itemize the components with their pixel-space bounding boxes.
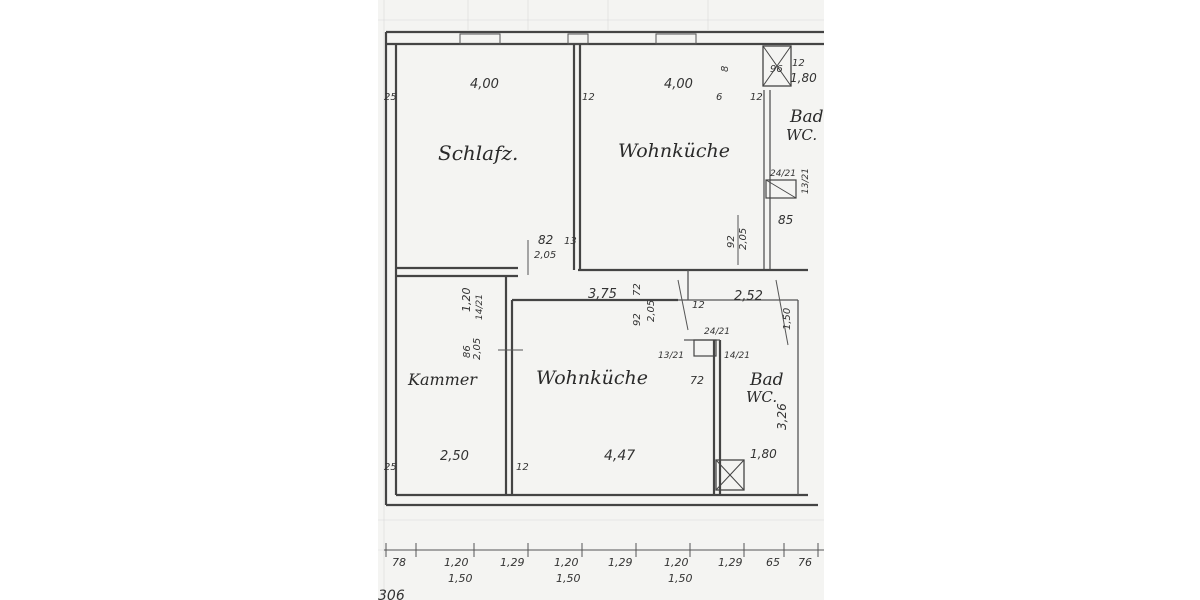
dim-label: 4,47 [604, 448, 635, 464]
dim-label: 25 [384, 462, 397, 473]
dim-label: 82 [538, 233, 553, 247]
floor-plan-drawing: Schlafz. Wohnküche Bad WC. Kammer Wohnkü… [378, 0, 824, 600]
bottom-dim-label: 1,50 [668, 572, 693, 585]
bottom-dimension-row-2: 1,50 1,50 1,50 [448, 572, 693, 585]
bottom-dim-label: 65 [766, 556, 780, 569]
dim-label: 12 [582, 92, 595, 103]
dim-label: 86 [462, 345, 473, 358]
room-label-bad-bottom: Bad [749, 370, 784, 390]
door-markers [498, 215, 789, 351]
room-label-wc-bottom: WC. [746, 388, 777, 406]
dim-label: 2,05 [646, 300, 657, 322]
dim-label: 24/21 [704, 327, 730, 337]
floor-plan: Schlafz. Wohnküche Bad WC. Kammer Wohnkü… [378, 0, 824, 600]
bottom-dim-label: 1,50 [448, 572, 473, 585]
dim-label: 1,50 [782, 308, 793, 330]
bottom-dimension-ticks [385, 543, 819, 557]
room-label-wohnkueche-top: Wohnküche [618, 140, 730, 162]
shaft-symbols [693, 179, 797, 491]
dim-label: 1,80 [790, 71, 817, 85]
dim-label: 85 [778, 213, 793, 227]
dim-label: 1,80 [750, 447, 777, 461]
dim-label: 13/21 [658, 351, 684, 361]
dim-label: 2,05 [472, 338, 483, 360]
bottom-dimension-row-1: 78 1,20 1,29 1,20 1,29 1,20 1,29 65 76 [392, 556, 812, 569]
dim-label: 13/21 [801, 168, 811, 194]
bottom-dim-label: 1,20 [554, 556, 579, 569]
dim-label: 6 [716, 92, 722, 103]
dim-label: 12 [692, 300, 705, 311]
interior-walls-lower [504, 276, 799, 495]
top-windows [459, 33, 792, 87]
bottom-dim-label: 1,20 [444, 556, 469, 569]
dim-label: 25 [384, 92, 397, 103]
dim-label: 72 [632, 283, 643, 296]
bottom-dim-label: 1,50 [556, 572, 581, 585]
dim-label: 8 [720, 66, 731, 72]
dim-label: 3,26 [775, 403, 789, 430]
dim-label: 1,20 [460, 288, 473, 313]
bottom-dim-label: 1,20 [664, 556, 689, 569]
bottom-dim-label: 1,29 [608, 556, 633, 569]
dim-label: 92 [726, 235, 737, 248]
bottom-dim-label: 76 [798, 556, 812, 569]
dim-label: 2,52 [734, 289, 763, 304]
dim-label: 13 [564, 236, 577, 247]
room-label-kammer: Kammer [407, 370, 478, 389]
room-label-bad-top: Bad [789, 107, 824, 127]
interior-walls-upper [396, 44, 808, 300]
dim-label: 12 [516, 462, 529, 473]
dim-label: 4,00 [470, 77, 499, 92]
bottom-dim-label: 1,29 [718, 556, 743, 569]
dim-label: 14/21 [475, 294, 485, 320]
dim-label: 3,75 [588, 287, 617, 302]
dim-label: 12 [750, 92, 763, 103]
dim-label: 2,05 [534, 250, 556, 261]
bottom-dim-label: 78 [392, 556, 406, 569]
room-label-schlafzimmer: Schlafz. [438, 141, 518, 165]
dim-label-partial: 306 [378, 588, 405, 600]
room-label-wc-top: WC. [786, 126, 817, 144]
dim-label: 2,05 [738, 228, 749, 250]
dim-label: 14/21 [724, 351, 750, 361]
dim-label: 24/21 [770, 169, 796, 179]
dim-label: 92 [632, 313, 643, 326]
dim-label: 2,50 [440, 449, 469, 464]
dim-label: 96 [770, 64, 783, 75]
bottom-dim-label: 1,29 [500, 556, 525, 569]
dim-label: 12 [792, 58, 805, 69]
dim-label: 72 [690, 374, 704, 387]
dim-label: 4,00 [664, 77, 693, 92]
room-label-wohnkueche-bottom: Wohnküche [536, 367, 648, 389]
outer-walls [384, 30, 824, 507]
